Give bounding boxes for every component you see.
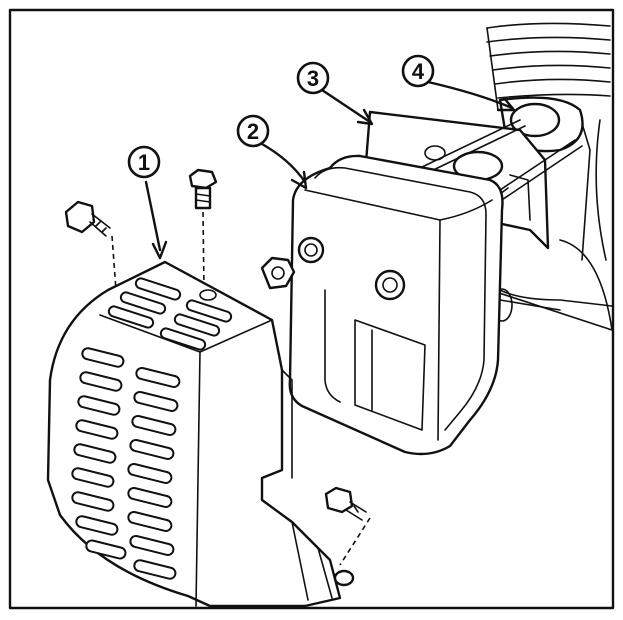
bolt-bottom (324, 486, 371, 566)
callout-2: 2 (236, 114, 270, 148)
callout-2-number: 2 (247, 119, 259, 144)
callout-1-number: 1 (138, 150, 150, 175)
hex-nut (260, 256, 296, 290)
callout-4: 4 (401, 54, 435, 88)
protector-top-vents (107, 277, 233, 351)
bolt-top (188, 168, 218, 291)
callout-3: 3 (296, 61, 330, 95)
diagram-frame (8, 8, 615, 610)
muffler-protector (46, 260, 355, 608)
callout-leaders (144, 80, 516, 260)
protector-front-vents-right (127, 366, 181, 580)
callout-4-number: 4 (412, 59, 425, 84)
muffler (288, 154, 504, 456)
callout-1: 1 (127, 145, 161, 179)
bolt-left (64, 200, 117, 291)
callout-3-number: 3 (307, 66, 319, 91)
protector-front-vents-left (71, 347, 127, 560)
